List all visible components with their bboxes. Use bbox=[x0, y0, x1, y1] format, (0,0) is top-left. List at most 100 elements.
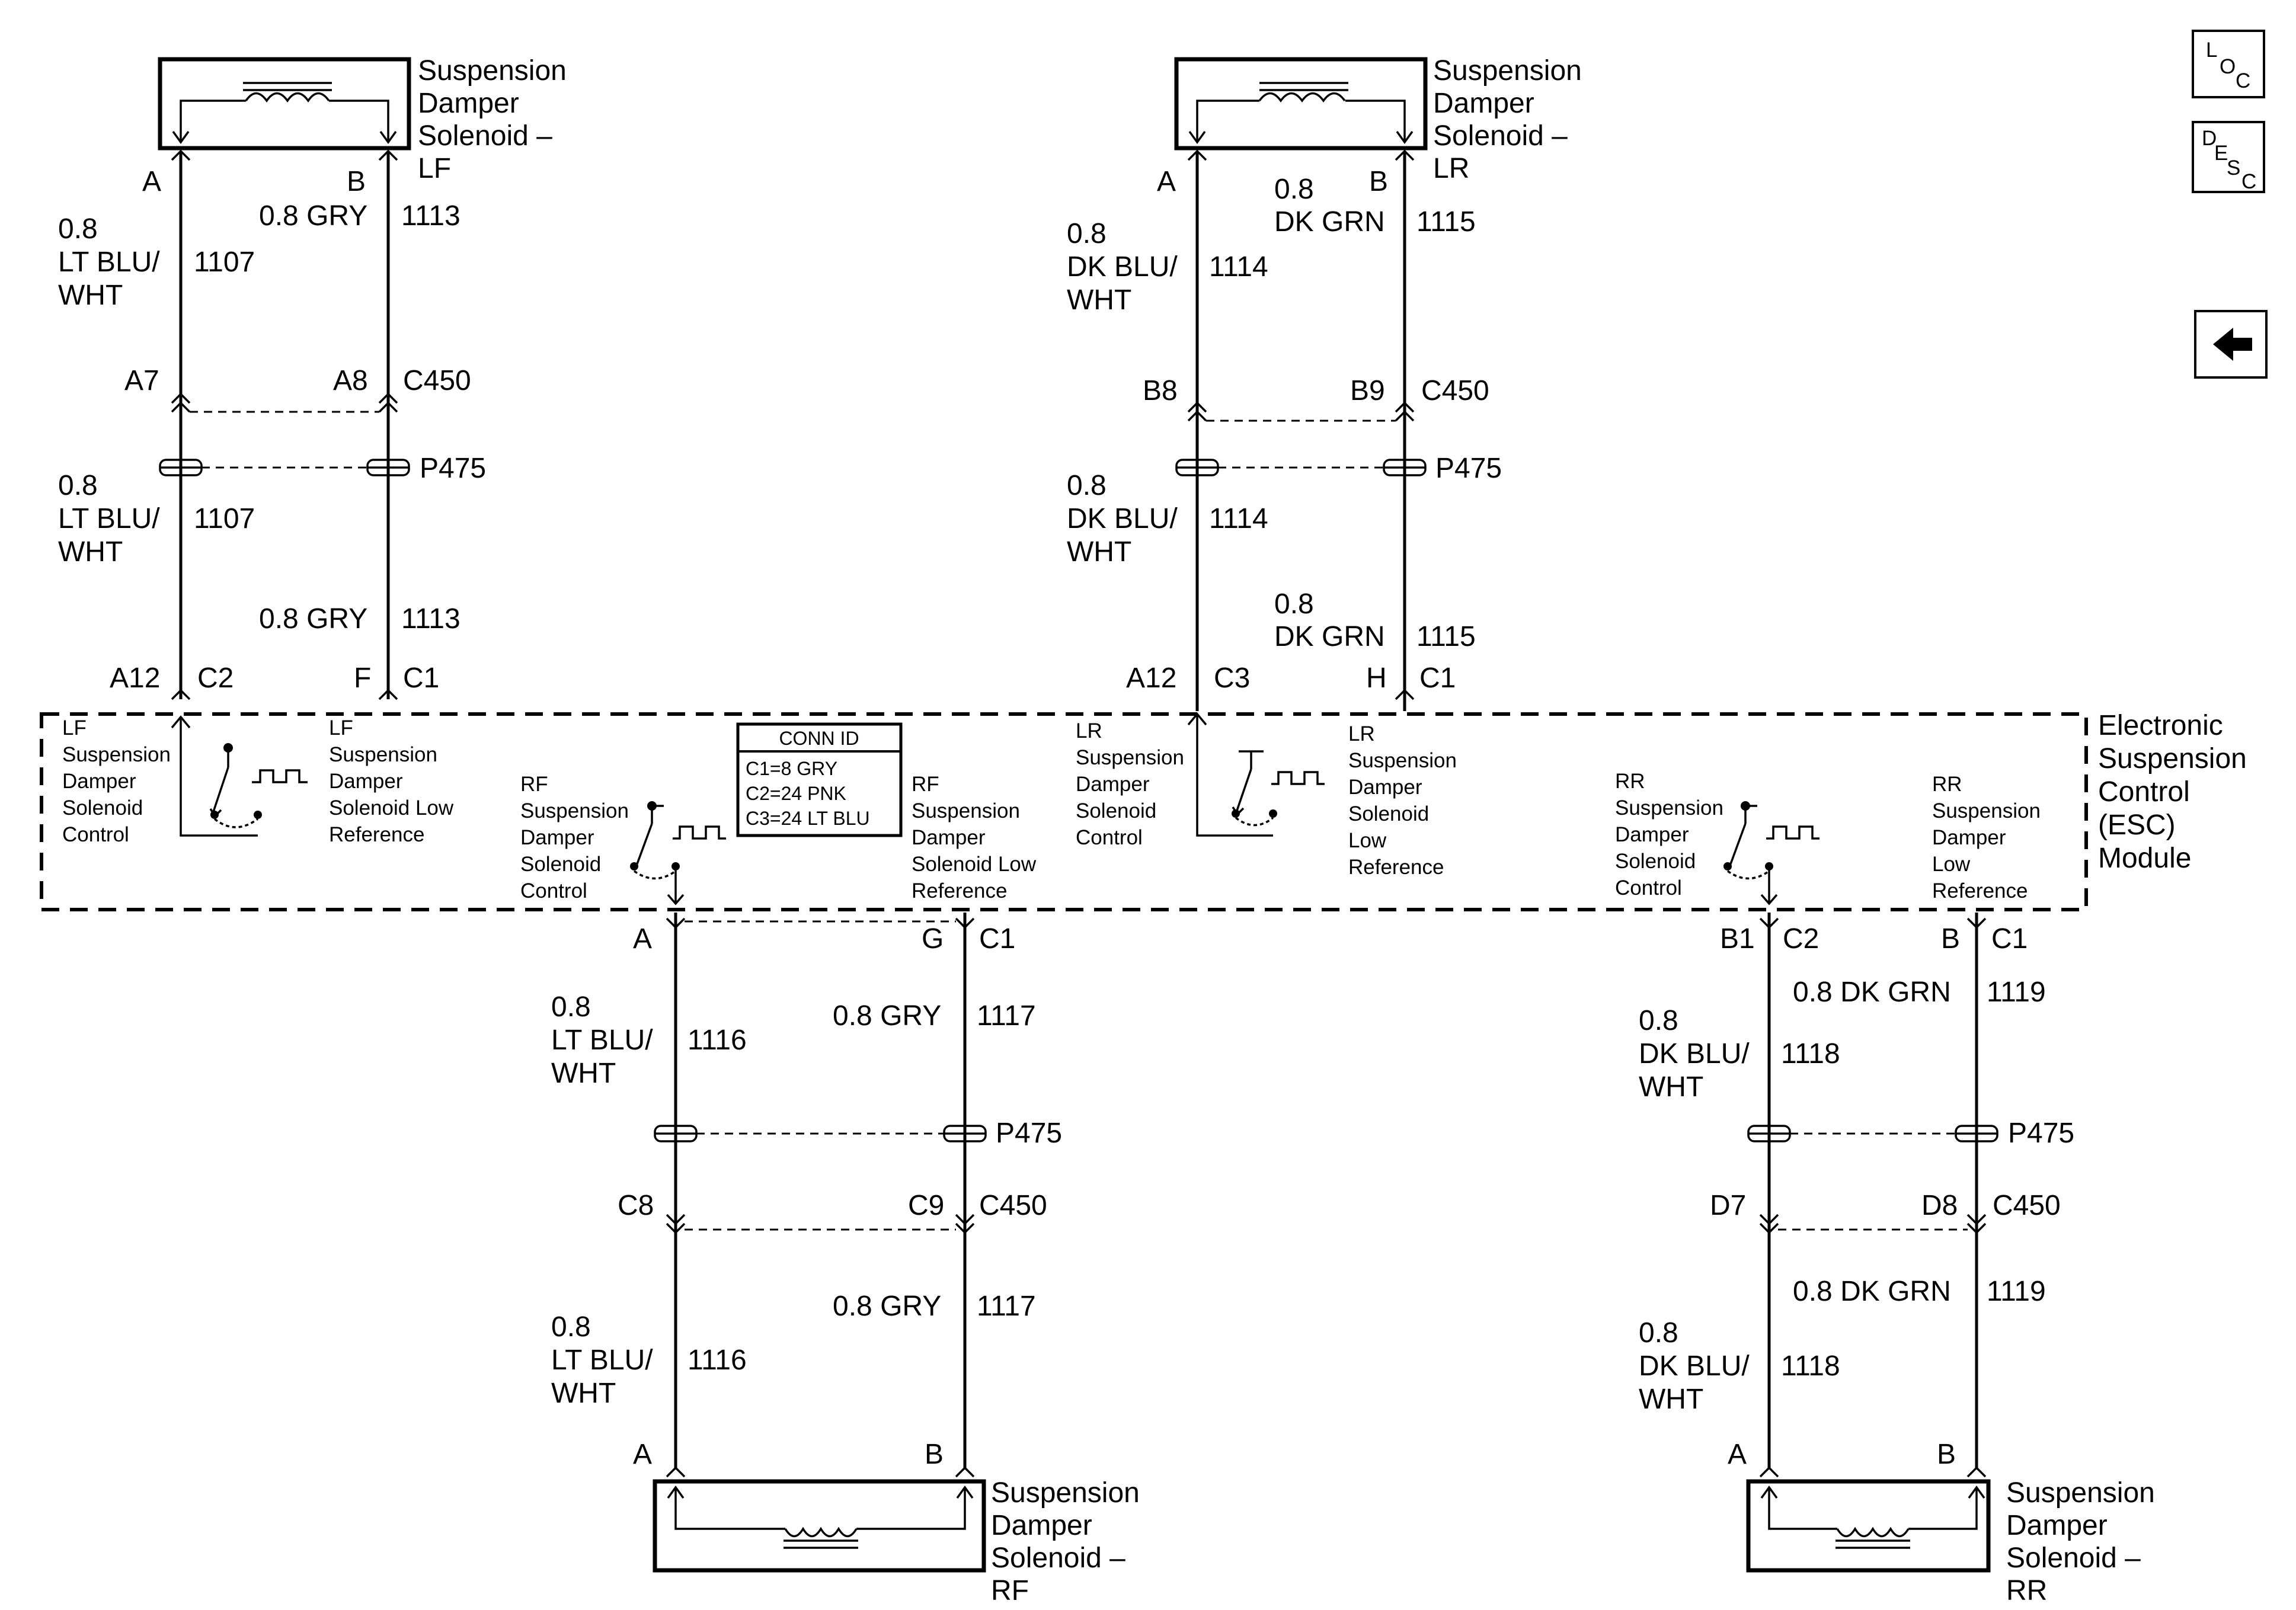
svg-text:C450: C450 bbox=[1421, 375, 1489, 406]
svg-text:C2: C2 bbox=[197, 662, 234, 694]
svg-text:Damper: Damper bbox=[1076, 773, 1150, 796]
svg-text:C3=24 LT BLU: C3=24 LT BLU bbox=[746, 808, 870, 829]
svg-text:Solenoid: Solenoid bbox=[62, 796, 143, 820]
svg-text:Damper: Damper bbox=[62, 770, 136, 793]
loc-button[interactable]: L O C bbox=[2192, 30, 2265, 98]
solenoid-lr: Suspension Damper Solenoid – LR bbox=[1174, 55, 1582, 184]
svg-text:0.8 GRY: 0.8 GRY bbox=[833, 1000, 941, 1032]
svg-text:O: O bbox=[2220, 55, 2236, 78]
svg-text:C1: C1 bbox=[979, 923, 1015, 955]
svg-text:E: E bbox=[2214, 142, 2228, 165]
svg-text:WHT: WHT bbox=[1639, 1071, 1703, 1103]
svg-text:A12: A12 bbox=[1126, 662, 1176, 694]
svg-text:B: B bbox=[925, 1439, 944, 1470]
svg-text:Damper: Damper bbox=[1348, 776, 1422, 799]
lf-control-label: LF Suspension Damper Solenoid Control bbox=[62, 716, 171, 846]
svg-text:D8: D8 bbox=[1921, 1190, 1958, 1221]
svg-text:C: C bbox=[2236, 69, 2250, 92]
svg-text:Low: Low bbox=[1348, 829, 1387, 852]
svg-text:Suspension: Suspension bbox=[329, 743, 437, 766]
svg-text:Damper: Damper bbox=[2006, 1510, 2108, 1541]
svg-text:DK BLU/: DK BLU/ bbox=[1067, 503, 1178, 534]
pwm-icon bbox=[673, 825, 726, 840]
svg-text:C1=8 GRY: C1=8 GRY bbox=[746, 758, 837, 779]
svg-text:Solenoid –: Solenoid – bbox=[991, 1542, 1125, 1574]
svg-text:Solenoid Low: Solenoid Low bbox=[329, 796, 454, 820]
conn-id-table: CONN ID C1=8 GRY C2=24 PNK C3=24 LT BLU bbox=[736, 722, 903, 837]
svg-text:0.8: 0.8 bbox=[58, 470, 98, 501]
svg-text:B: B bbox=[1941, 923, 1960, 955]
svg-text:A: A bbox=[142, 166, 161, 197]
svg-text:0.8: 0.8 bbox=[1639, 1317, 1678, 1349]
svg-text:1118: 1118 bbox=[1781, 1038, 1840, 1070]
svg-text:C1: C1 bbox=[1419, 662, 1456, 694]
svg-text:Damper: Damper bbox=[418, 88, 519, 119]
svg-text:0.8 DK GRN: 0.8 DK GRN bbox=[1793, 977, 1951, 1008]
svg-text:WHT: WHT bbox=[1067, 536, 1131, 568]
svg-text:Solenoid –: Solenoid – bbox=[1433, 120, 1568, 152]
svg-text:Damper: Damper bbox=[520, 826, 594, 849]
svg-text:B: B bbox=[1369, 166, 1388, 197]
back-arrow-icon bbox=[2213, 328, 2252, 361]
svg-text:1113: 1113 bbox=[401, 200, 461, 232]
svg-text:1115: 1115 bbox=[1416, 206, 1476, 238]
svg-text:C: C bbox=[2241, 170, 2256, 193]
svg-text:C450: C450 bbox=[1993, 1190, 2061, 1221]
back-button[interactable] bbox=[2194, 310, 2268, 379]
svg-text:A12: A12 bbox=[110, 662, 160, 694]
coil-icon bbox=[1258, 92, 1346, 103]
svg-text:LT BLU/: LT BLU/ bbox=[58, 247, 160, 278]
svg-text:WHT: WHT bbox=[551, 1378, 616, 1409]
svg-text:LF: LF bbox=[62, 716, 87, 740]
solenoid-rf-label: Suspension bbox=[991, 1477, 1140, 1509]
rf-control-label: RF Suspension Damper Solenoid Control bbox=[520, 773, 629, 902]
solenoid-lr-box bbox=[1174, 57, 1428, 151]
svg-text:Damper: Damper bbox=[991, 1510, 1092, 1541]
svg-text:D7: D7 bbox=[1710, 1190, 1746, 1221]
svg-text:Solenoid –: Solenoid – bbox=[2006, 1542, 2141, 1574]
svg-text:Solenoid: Solenoid bbox=[520, 853, 601, 876]
svg-text:0.8 GRY: 0.8 GRY bbox=[259, 200, 367, 232]
svg-text:WHT: WHT bbox=[58, 536, 123, 568]
svg-text:0.8: 0.8 bbox=[1067, 470, 1107, 501]
svg-text:LT BLU/: LT BLU/ bbox=[551, 1025, 653, 1056]
esc-module: Electronic Suspension Control (ESC) Modu… bbox=[40, 710, 2247, 911]
svg-text:LF: LF bbox=[418, 153, 451, 184]
svg-text:LR: LR bbox=[1433, 153, 1469, 184]
svg-text:P475: P475 bbox=[2008, 1118, 2074, 1149]
svg-text:Damper: Damper bbox=[912, 826, 986, 849]
svg-text:1114: 1114 bbox=[1209, 251, 1268, 283]
svg-text:Solenoid: Solenoid bbox=[1076, 799, 1156, 822]
solenoid-rf-box bbox=[653, 1479, 986, 1573]
svg-text:A: A bbox=[633, 923, 652, 955]
connector-c450-icon bbox=[1187, 401, 1415, 422]
svg-text:LF: LF bbox=[329, 716, 353, 740]
svg-text:Control: Control bbox=[1615, 876, 1682, 900]
svg-text:G: G bbox=[922, 923, 944, 955]
svg-text:WHT: WHT bbox=[1067, 284, 1131, 316]
svg-text:1117: 1117 bbox=[977, 1000, 1036, 1032]
desc-button[interactable]: D E S C bbox=[2192, 121, 2265, 193]
svg-text:C1: C1 bbox=[1991, 923, 2028, 955]
lf-wiring: A B 0.8 LT BLU/ WHT 1107 0.8 GRY 1113 A7… bbox=[58, 149, 486, 700]
lr-low-ref-label: LR Suspension Damper Solenoid Low Refere… bbox=[1348, 722, 1457, 879]
svg-text:B: B bbox=[347, 166, 366, 197]
svg-text:1107: 1107 bbox=[194, 503, 255, 534]
esc-module-outline bbox=[40, 712, 2088, 911]
svg-text:C3: C3 bbox=[1214, 662, 1250, 694]
loc-button-label: L bbox=[2206, 39, 2217, 62]
svg-text:Suspension: Suspension bbox=[2098, 743, 2247, 774]
coil-icon bbox=[1836, 1526, 1910, 1538]
svg-text:1116: 1116 bbox=[687, 1025, 747, 1056]
lf-low-ref-label: LF Suspension Damper Solenoid Low Refere… bbox=[329, 716, 454, 846]
svg-text:0.8: 0.8 bbox=[551, 991, 591, 1023]
svg-text:Control: Control bbox=[2098, 776, 2190, 808]
svg-text:B: B bbox=[1937, 1439, 1956, 1470]
solenoid-lf: Suspension Damper Solenoid – LF bbox=[158, 55, 567, 184]
svg-text:0.8: 0.8 bbox=[1274, 174, 1314, 205]
svg-text:Suspension: Suspension bbox=[1615, 796, 1723, 820]
svg-text:DK GRN: DK GRN bbox=[1274, 206, 1385, 238]
svg-text:Control: Control bbox=[1076, 826, 1143, 849]
svg-text:RR: RR bbox=[1932, 773, 1962, 796]
